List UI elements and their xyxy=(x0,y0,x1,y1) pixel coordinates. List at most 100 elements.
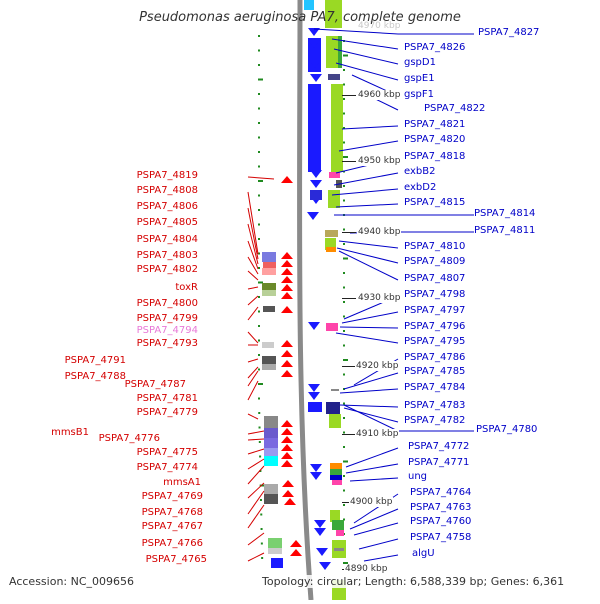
gene-block xyxy=(262,290,276,296)
gene-block xyxy=(264,448,278,456)
gene-block xyxy=(334,548,344,551)
right-gene-label: gspE1 xyxy=(404,73,435,84)
right-gene-label: PSPA7_4783 xyxy=(404,400,466,411)
blue-gene-arrow xyxy=(316,548,328,556)
blue-gene-block xyxy=(304,0,314,10)
right-gene-label: PSPA7_4784 xyxy=(404,382,466,393)
right-gene-label: PSPA7_4811 xyxy=(474,225,536,236)
blue-gene-arrow xyxy=(310,464,322,472)
red-gene-arrow xyxy=(281,452,293,459)
track-tick xyxy=(343,141,345,144)
right-gene-label: PSPA7_4797 xyxy=(404,305,466,316)
right-gene-label: PSPA7_4772 xyxy=(408,441,470,452)
lime-gene-block xyxy=(325,0,342,28)
track-tick xyxy=(343,431,345,434)
left-gene-label: PSPA7_4805 xyxy=(136,217,198,228)
left-label-leader xyxy=(247,438,265,441)
track-tick xyxy=(258,209,260,211)
left-gene-label: mmsA1 xyxy=(163,477,201,488)
right-gene-label: PSPA7_4822 xyxy=(424,103,486,114)
red-gene-arrow xyxy=(281,420,293,427)
left-label-leader xyxy=(247,413,259,420)
gene-block xyxy=(328,74,340,80)
track-tick xyxy=(258,368,260,371)
gene-block xyxy=(326,247,336,252)
right-label-leader xyxy=(335,332,399,344)
left-label-leader xyxy=(247,504,265,529)
gene-block xyxy=(326,323,338,331)
red-gene-arrow xyxy=(281,444,293,451)
gene-block xyxy=(330,475,342,480)
track-tick xyxy=(343,185,345,187)
lime-gene-block xyxy=(329,414,341,428)
red-gene-arrow xyxy=(281,284,293,291)
right-gene-label: gspF1 xyxy=(404,89,435,100)
right-label-leader xyxy=(341,311,399,324)
track-tick xyxy=(343,373,345,376)
track-tick xyxy=(258,93,260,95)
right-label-leader xyxy=(333,172,399,186)
left-gene-label: PSPA7_4800 xyxy=(136,298,198,309)
kbp-tick-mark xyxy=(342,161,356,162)
lime-gene-block xyxy=(328,190,340,208)
left-gene-label: PSPA7_4765 xyxy=(145,554,207,565)
right-gene-label: PSPA7_4818 xyxy=(404,151,466,162)
track-tick xyxy=(258,412,261,414)
red-gene-arrow xyxy=(281,350,293,357)
gene-block xyxy=(264,416,278,428)
track-tick xyxy=(258,180,263,182)
left-label-leader xyxy=(247,490,265,515)
kbp-label: 4910 kbp xyxy=(355,429,400,439)
gene-block xyxy=(330,469,342,475)
track-tick xyxy=(343,272,345,274)
right-gene-label: PSPA7_4796 xyxy=(404,321,466,332)
right-label-leader xyxy=(338,140,399,152)
blue-gene-arrow xyxy=(314,528,326,536)
right-label-leader xyxy=(335,203,399,208)
kbp-label: 4940 kbp xyxy=(357,227,402,237)
right-label-leader xyxy=(335,62,399,81)
left-label-leader xyxy=(247,207,259,260)
track-tick xyxy=(258,122,260,124)
track-tick xyxy=(258,165,260,168)
blue-gene-arrow xyxy=(307,212,319,220)
track-tick xyxy=(343,286,345,289)
left-gene-label: PSPA7_4767 xyxy=(141,521,203,532)
gene-block xyxy=(330,463,342,469)
red-gene-arrow xyxy=(281,460,293,467)
gene-block xyxy=(329,172,340,178)
map-title: Pseudomonas aeruginosa PA7, complete gen… xyxy=(139,10,461,25)
right-label-leader xyxy=(345,463,399,474)
left-gene-label: PSPA7_4769 xyxy=(141,491,203,502)
red-gene-arrow xyxy=(281,428,293,435)
red-gene-arrow xyxy=(281,360,293,367)
right-label-leader xyxy=(339,388,399,394)
right-gene-label: PSPA7_4795 xyxy=(404,336,466,347)
track-tick xyxy=(343,228,345,231)
left-label-leader xyxy=(247,465,265,485)
track-tick xyxy=(343,489,345,492)
kbp-label: 4900 kbp xyxy=(349,497,394,507)
track-tick xyxy=(258,281,263,284)
red-gene-arrow xyxy=(282,490,294,497)
red-gene-arrow xyxy=(281,306,293,313)
blue-gene-arrow xyxy=(308,40,320,48)
track-tick xyxy=(259,470,262,472)
left-label-leader xyxy=(247,176,275,180)
right-label-leader xyxy=(333,48,399,65)
left-gene-label: PSPA7_4793 xyxy=(136,338,198,349)
right-label-leader xyxy=(343,407,399,423)
right-gene-label: PSPA7_4827 xyxy=(478,27,540,38)
gene-block xyxy=(331,389,339,391)
right-label-leader xyxy=(313,28,399,35)
right-label-leader xyxy=(338,250,399,281)
track-tick xyxy=(343,460,348,463)
track-tick xyxy=(343,475,345,477)
left-label-leader xyxy=(247,240,259,270)
right-label-leader xyxy=(339,404,399,408)
right-gene-label: PSPA7_4760 xyxy=(410,516,472,527)
left-label-leader xyxy=(247,552,265,562)
right-label-leader xyxy=(358,538,399,550)
left-gene-label: PSPA7_4799 xyxy=(136,313,198,324)
gene-block xyxy=(264,428,278,438)
